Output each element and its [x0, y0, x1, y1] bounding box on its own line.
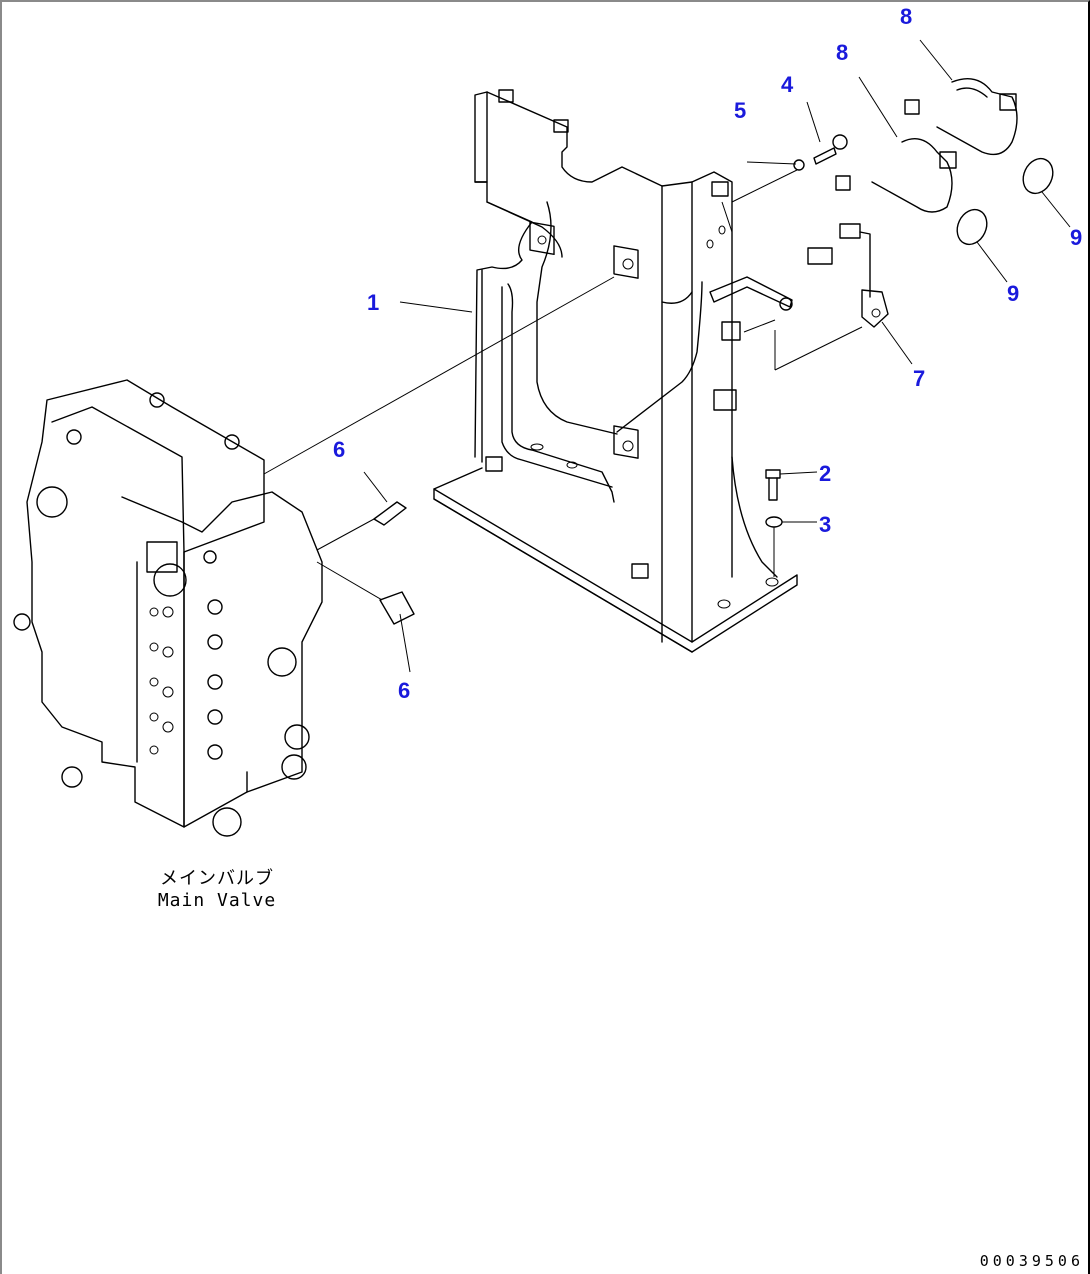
washer-part-5	[793, 159, 805, 171]
callout-9-right: 9	[1070, 225, 1083, 250]
drawing-number: 00039506	[979, 1252, 1084, 1270]
main-valve-caption: メインバルブ Main Valve	[132, 868, 302, 912]
clip-part-8	[835, 78, 1018, 213]
callout-7: 7	[913, 366, 926, 391]
callout-9-left: 9	[1007, 281, 1020, 306]
bracket-part-7	[709, 223, 889, 328]
bracket-part-1	[433, 89, 798, 653]
callout-3: 3	[819, 512, 832, 537]
main-valve-assembly	[13, 379, 323, 837]
leader-lines	[263, 39, 1071, 673]
caption-english: Main Valve	[157, 890, 277, 911]
pressure-sensor-part-6	[373, 501, 415, 625]
callout-6-lower: 6	[398, 678, 411, 703]
callout-8-left: 8	[836, 40, 849, 65]
caption-japanese: メインバルブ	[160, 868, 274, 889]
callout-4: 4	[781, 72, 794, 97]
band-part-9	[956, 157, 1054, 246]
callout-2: 2	[819, 461, 832, 486]
bolt-part-4	[813, 134, 848, 165]
callout-8-right: 8	[900, 4, 913, 29]
washer-part-3	[765, 516, 783, 528]
callout-6-upper: 6	[333, 437, 346, 462]
callout-5: 5	[734, 98, 747, 123]
callout-1: 1	[367, 290, 380, 315]
bolt-part-2	[765, 469, 781, 501]
